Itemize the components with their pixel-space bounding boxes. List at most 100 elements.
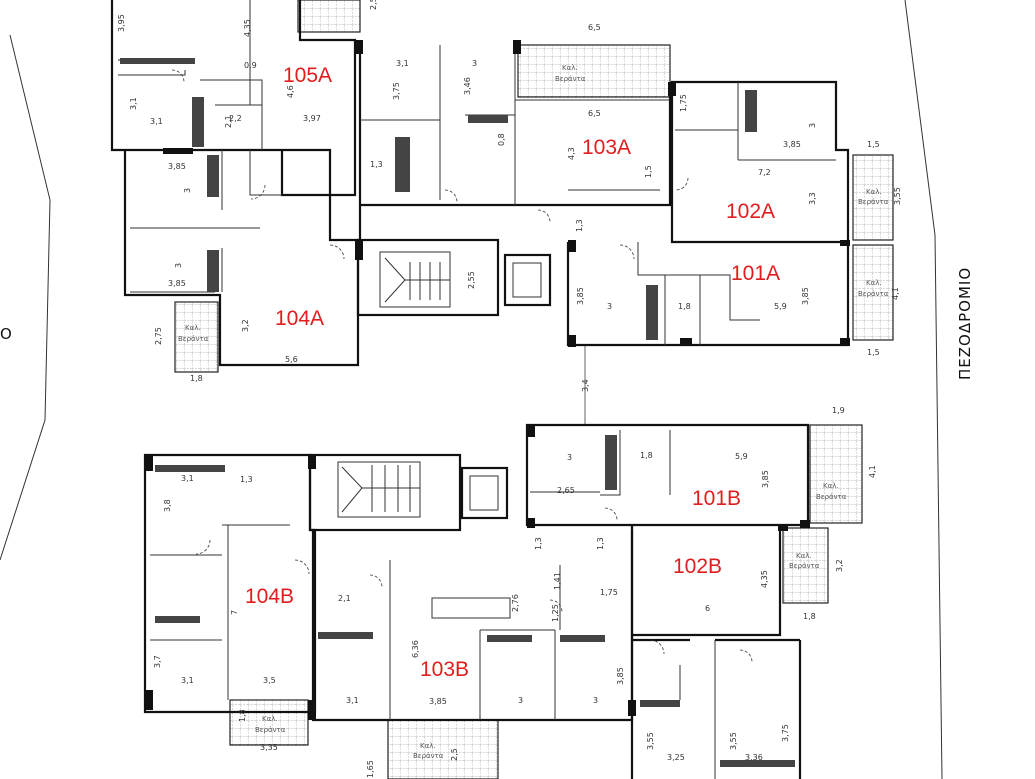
wall: [530, 430, 671, 496]
wardrobe: [605, 435, 617, 490]
dimension-label: 3: [808, 123, 817, 128]
dimension-label: 1,8: [803, 612, 816, 621]
balcony-103a: [517, 44, 671, 98]
block-b: [143, 423, 863, 779]
wardrobe: [468, 115, 508, 123]
column: [355, 240, 363, 260]
column: [568, 335, 576, 347]
wall: [356, 238, 500, 317]
dimension-label: 4,3: [567, 147, 576, 160]
balcony-label: Καλ.: [262, 715, 278, 723]
dimension-label: 1,8: [238, 709, 247, 722]
dimension-label: 5,6: [285, 355, 298, 364]
dimension-label: 1,5: [644, 165, 653, 178]
column: [628, 700, 636, 716]
dimension-label: 3: [518, 696, 523, 705]
balcony-105a: [297, 0, 361, 33]
dimension-label: 7: [230, 610, 239, 615]
wardrobe: [155, 465, 225, 472]
dimension-label: 3,2: [835, 559, 844, 572]
dimension-label: 1,8: [678, 302, 691, 311]
wardrobe: [318, 632, 373, 639]
wall: [384, 257, 450, 303]
dimension-label: 3,1: [129, 97, 138, 110]
wall: [566, 242, 850, 347]
balcony-102a: [852, 154, 894, 241]
unit-label-104b: 104B: [245, 585, 294, 608]
edge-label: Ο: [0, 325, 13, 343]
balcony-label: Καλ.: [823, 482, 839, 490]
wardrobe: [120, 58, 195, 64]
wardrobe: [745, 90, 757, 132]
dimension-label: 3,97: [303, 114, 321, 123]
block-a: [110, 0, 894, 425]
dimension-label: 3: [607, 302, 612, 311]
dimension-label: 2,1: [338, 594, 351, 603]
dimension-label: 3,55: [893, 187, 902, 205]
dimension-label: 3: [183, 188, 192, 193]
wall: [460, 466, 509, 520]
column: [527, 425, 535, 437]
column: [568, 240, 576, 252]
dimension-label: 1,3: [370, 160, 383, 169]
dimension-label: 4,35: [243, 19, 252, 37]
dimension-label: 3,95: [117, 14, 126, 32]
dimension-label: 3,7: [153, 655, 162, 668]
dimension-label: 3,1: [150, 117, 163, 126]
dimension-label: 3,85: [429, 697, 447, 706]
wardrobe: [207, 250, 219, 292]
dimensions-block-b: 1,9 3 1,8 5,9 3,85 4,1 2,65 1,3 1,3 3,1 …: [153, 406, 877, 778]
balcony-label: Βεράντα: [413, 752, 444, 760]
dimension-label: 2,65: [557, 486, 575, 495]
dimensions-block-a: 3,95 4,35 0,9 4,6 3,1 3,1 2,2 2,1 3,97 3…: [117, 0, 902, 392]
dimension-label: 2,75: [154, 327, 163, 345]
column: [308, 700, 316, 720]
dimension-label: 0,8: [497, 133, 506, 146]
dimension-label: 3,1: [181, 474, 194, 483]
wall: [118, 0, 263, 150]
balcony-label: Καλ.: [185, 324, 201, 332]
unit-label-103a: 103A: [582, 136, 631, 159]
dimension-label: 1,25: [551, 604, 560, 622]
balcony-label: Βεράντα: [858, 198, 889, 206]
dimension-label: 1,65: [366, 760, 375, 778]
dimension-label: 3,85: [783, 140, 801, 149]
dimension-label: 6,36: [411, 640, 420, 658]
balcony-104b: [229, 699, 309, 746]
dimension-label: 3,55: [646, 732, 655, 750]
dimension-label: 1,5: [867, 140, 880, 149]
dimension-label: 2,2: [229, 114, 242, 123]
dimension-label: 1,75: [600, 588, 618, 597]
dimension-label: 3,85: [576, 287, 585, 305]
dimension-label: 1,8: [190, 374, 203, 383]
balcony-label: Βεράντα: [789, 562, 820, 570]
dimension-label: 3: [567, 453, 572, 462]
wardrobe: [640, 700, 680, 707]
dimension-label: 3,3: [808, 192, 817, 205]
street-label: ΠΕΖΟΔΡΟΜΙΟ: [956, 267, 974, 380]
dimension-label: 5,9: [735, 452, 748, 461]
dimension-label: 0,9: [244, 61, 257, 70]
dimension-label: 3,25: [667, 753, 685, 762]
unit-label-101a: 101A: [731, 262, 780, 285]
balcony-label: Καλ.: [866, 279, 882, 287]
dimension-label: 3,85: [761, 470, 770, 488]
balcony-labels: Καλ. Βεράντα Καλ. Βεράντα Καλ. Βεράντα Καλ.…: [178, 64, 889, 760]
wardrobe: [207, 155, 219, 197]
dimension-label: 3,55: [729, 732, 738, 750]
dimension-label: 3: [472, 59, 477, 68]
column: [668, 82, 676, 96]
dimension-label: 6: [705, 604, 710, 613]
balcony-label: Καλ.: [562, 64, 578, 72]
column: [778, 525, 788, 531]
dimension-label: 7,2: [758, 168, 771, 177]
wall: [503, 253, 552, 307]
wall: [110, 0, 357, 197]
dimension-label: 3: [174, 263, 183, 268]
unit-label-102a: 102A: [726, 200, 775, 223]
dimension-label: 6,5: [588, 109, 601, 118]
balcony-103b: [387, 719, 499, 779]
balcony-101b: [809, 424, 863, 524]
dimension-label: 4,1: [891, 287, 900, 300]
